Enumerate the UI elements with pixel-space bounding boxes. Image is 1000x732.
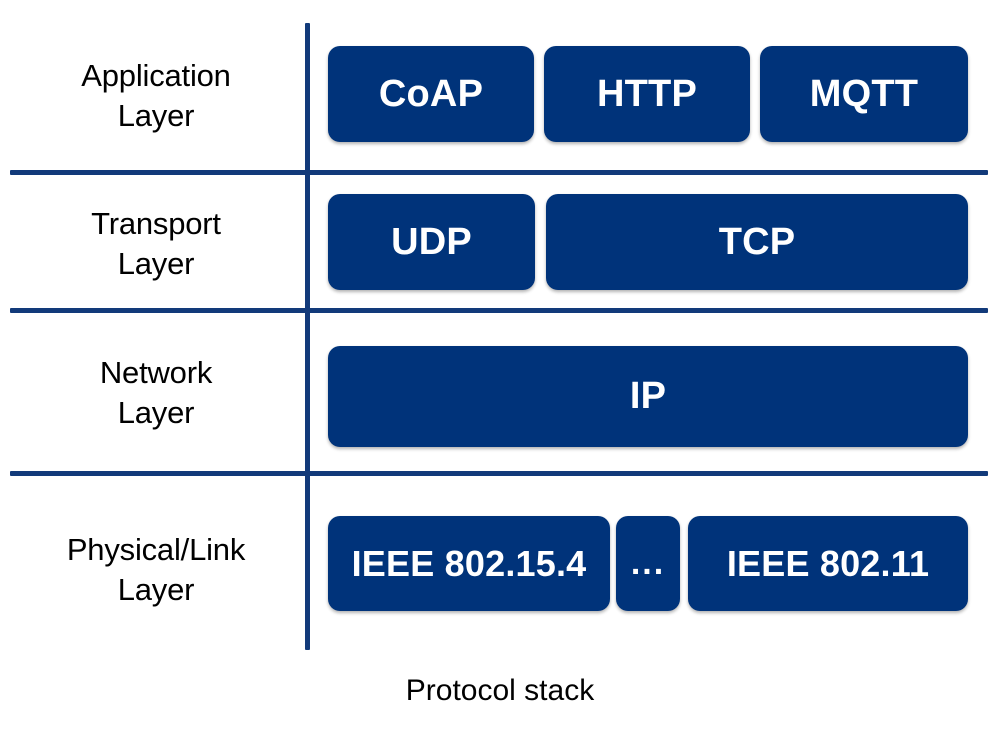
- layer-label-application: Application Layer: [12, 56, 300, 137]
- diagram-caption: Protocol stack: [405, 674, 595, 707]
- layer-label-application-line1: Application: [81, 58, 231, 93]
- protocol-box-ieee-802-15-4[interactable]: IEEE 802.15.4: [328, 516, 610, 611]
- layer-label-network-line2: Layer: [117, 395, 195, 431]
- layer-divider-line-3: [10, 471, 988, 476]
- layer-label-network: Network Layer: [12, 353, 300, 434]
- layer-label-transport-line1: Transport: [91, 206, 221, 241]
- protocol-box-ieee-802-15-4-label: IEEE 802.15.4: [351, 542, 587, 584]
- protocol-box-ip[interactable]: IP: [328, 346, 968, 447]
- protocol-box-ieee-802-11-label: IEEE 802.11: [726, 542, 930, 584]
- protocol-box-coap[interactable]: CoAP: [328, 46, 534, 142]
- protocol-box-ellipsis-label: ...: [630, 544, 666, 582]
- protocol-box-http[interactable]: HTTP: [544, 46, 750, 142]
- protocol-box-mqtt-label: MQTT: [809, 72, 919, 115]
- protocol-box-ip-label: IP: [629, 375, 667, 417]
- layer-label-physical-link-line1: Physical/Link: [66, 532, 246, 567]
- protocol-box-ellipsis[interactable]: ...: [616, 516, 680, 611]
- protocol-box-mqtt[interactable]: MQTT: [760, 46, 968, 142]
- protocol-box-tcp-label: TCP: [718, 220, 796, 263]
- layer-divider-line-1: [10, 170, 988, 175]
- protocol-box-ieee-802-11[interactable]: IEEE 802.11: [688, 516, 968, 611]
- protocol-box-http-label: HTTP: [596, 72, 697, 115]
- column-divider-line: [305, 23, 310, 650]
- layer-label-physical-link: Physical/Link Layer: [12, 530, 300, 611]
- layer-label-transport-line2: Layer: [117, 246, 195, 282]
- layer-label-physical-link-line2: Layer: [117, 572, 195, 608]
- protocol-box-coap-label: CoAP: [378, 72, 484, 115]
- protocol-box-udp[interactable]: UDP: [328, 194, 535, 290]
- layer-label-application-line2: Layer: [117, 98, 195, 134]
- protocol-box-tcp[interactable]: TCP: [546, 194, 968, 290]
- protocol-box-udp-label: UDP: [391, 220, 472, 263]
- layer-label-transport: Transport Layer: [12, 204, 300, 285]
- layer-divider-line-2: [10, 308, 988, 313]
- layer-label-network-line1: Network: [99, 355, 213, 390]
